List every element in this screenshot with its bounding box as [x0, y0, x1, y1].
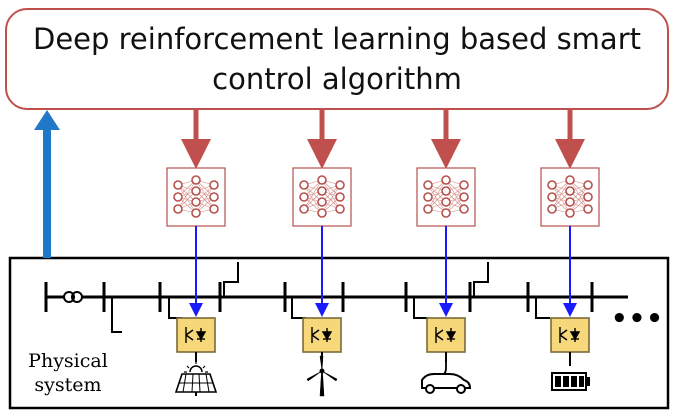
battery-icon: [551, 372, 590, 391]
physical-system-label-line-2: system: [34, 374, 102, 396]
converter-icon-2: [302, 317, 342, 353]
physical-system-label-line-1: Physical: [28, 350, 108, 372]
physical-system-label: Physical system: [20, 349, 116, 397]
solar-panel-icon: [174, 362, 218, 396]
neural-network-icon-2: [292, 167, 352, 227]
electric-vehicle-icon: [421, 362, 472, 394]
physical-system-box: [8, 256, 670, 410]
neural-network-icon-3: [416, 167, 476, 227]
title-line-1: Deep reinforcement learning based smart: [33, 22, 641, 56]
converter-icon-3: [426, 317, 466, 353]
wind-turbine-icon: [306, 355, 338, 397]
more-devices-ellipsis: •••: [611, 304, 664, 334]
converter-icon-1: [176, 317, 216, 353]
signal-arrows: [189, 226, 577, 317]
title-line-2: control algorithm: [212, 62, 462, 96]
algorithm-title-box: Deep reinforcement learning based smart …: [5, 8, 669, 110]
feedback-arrow: [34, 110, 60, 258]
neural-network-icon-1: [166, 167, 226, 227]
control-arrows-down: [181, 110, 585, 169]
power-bus: [44, 262, 628, 333]
neural-network-icon-4: [540, 167, 600, 227]
converter-icon-4: [550, 317, 590, 353]
